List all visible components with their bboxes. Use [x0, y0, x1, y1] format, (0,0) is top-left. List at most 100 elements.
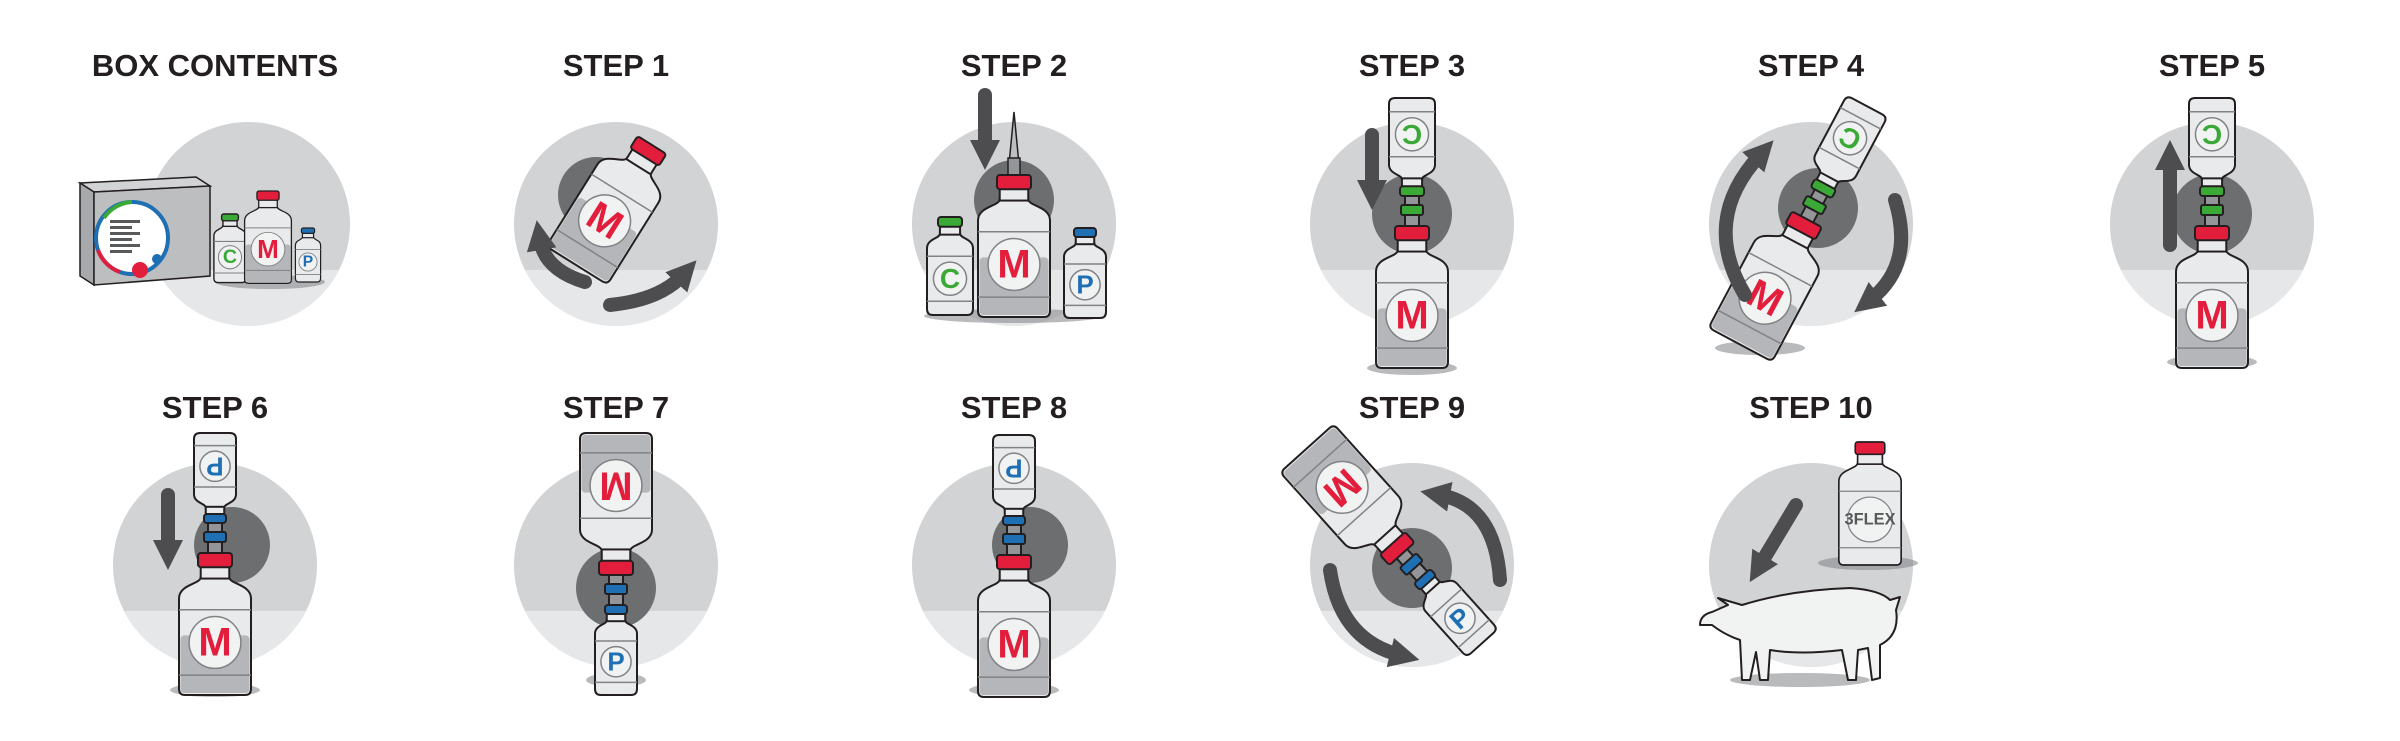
vial-M: M — [1375, 225, 1449, 369]
vial-label-C: C — [940, 263, 960, 294]
vial-cap — [1810, 178, 1837, 199]
label-circle — [998, 452, 1030, 485]
connector-ring — [1399, 553, 1424, 576]
vial-transfer-assembly: CM — [1375, 97, 1449, 369]
label-line — [1818, 146, 1861, 170]
vaccine-box — [77, 176, 213, 287]
label-line — [1292, 438, 1348, 488]
vial-P: P — [1063, 227, 1107, 319]
vial-P: P — [193, 432, 237, 524]
label-line — [1839, 106, 1882, 130]
connector-ring — [1400, 204, 1424, 216]
box-text-line — [110, 238, 132, 241]
vial-cap — [1002, 515, 1026, 526]
vial-cap — [220, 213, 240, 222]
connector-ring — [1002, 533, 1026, 545]
rotate-bottom-arrow-icon — [1323, 563, 1420, 668]
vial-P: P — [594, 604, 638, 696]
label-circle — [1846, 496, 1894, 543]
vial-cap — [1414, 569, 1436, 590]
label-circle — [188, 615, 242, 670]
vial-M: M — [579, 432, 653, 576]
vial-M: M — [2175, 225, 2249, 369]
vial-cap — [197, 552, 233, 569]
panel-title-step-3: STEP 3 — [1359, 48, 1465, 83]
vial-P: P — [294, 227, 322, 283]
box-dot-blue — [152, 254, 162, 264]
vial-label-M: M — [2195, 293, 2228, 337]
vial-M: M — [977, 174, 1051, 318]
panel-title-step-10: STEP 10 — [1749, 390, 1873, 425]
label-line — [1336, 486, 1392, 537]
connector-ring — [1802, 195, 1827, 215]
vial-cap — [1785, 211, 1822, 240]
vial-label-P: P — [206, 451, 223, 481]
vial-cap — [996, 554, 1032, 571]
panel-title-step-1: STEP 1 — [563, 48, 669, 83]
label-line — [590, 173, 653, 213]
vial-P: P — [992, 434, 1036, 526]
vial-cap — [996, 174, 1032, 191]
label-circle — [932, 261, 968, 297]
box-text-line — [110, 232, 140, 235]
label-line — [1430, 588, 1463, 618]
vial-cap — [937, 216, 963, 228]
label-circle — [199, 450, 231, 483]
label-line — [1748, 251, 1813, 287]
label-circle — [1069, 268, 1101, 301]
panel-title-box-contents: BOX CONTENTS — [92, 48, 338, 83]
panel-title-step-2: STEP 2 — [961, 48, 1067, 83]
rotate-top-arrow-icon — [1420, 482, 1507, 587]
vial-M: M — [243, 190, 293, 284]
box-text-line — [110, 226, 132, 229]
vial-label-C: C — [223, 246, 237, 268]
vial-cap — [1394, 225, 1430, 242]
box-text-line — [110, 250, 132, 253]
box-text-line — [110, 220, 140, 223]
panel-title-step-5: STEP 5 — [2159, 48, 2265, 83]
panel-title-step-9: STEP 9 — [1359, 390, 1465, 425]
vial-P: P — [1414, 569, 1497, 656]
vial-label-P: P — [1005, 453, 1022, 483]
panel-title-step-7: STEP 7 — [563, 390, 669, 425]
vial-cap — [1073, 227, 1097, 238]
vial-C: C — [926, 216, 974, 316]
vial-cap — [1399, 185, 1425, 197]
connector-ring — [203, 531, 227, 543]
box-side — [79, 181, 95, 287]
vial-label-C: C — [1402, 119, 1422, 150]
vial-M: M — [977, 554, 1051, 698]
vial-F: 3FLEX — [1838, 441, 1902, 566]
vial-cap — [1854, 441, 1886, 456]
label-circle — [577, 194, 632, 248]
floor-shade — [514, 269, 718, 326]
panel-title-step-4: STEP 4 — [1758, 48, 1865, 83]
vial-cap — [604, 604, 628, 615]
label-circle — [1315, 460, 1369, 515]
vial-transfer-assembly: CM — [1709, 96, 1887, 361]
label-circle — [987, 617, 1041, 672]
vial-label-M: M — [257, 234, 279, 264]
label-circle — [1832, 120, 1868, 156]
vial-cap — [598, 559, 634, 576]
pig-illustration — [1699, 587, 1901, 681]
vial-label-P: P — [607, 647, 624, 677]
label-circle — [1394, 116, 1430, 152]
vial-transfer-assembly: PM — [977, 434, 1051, 698]
rotate-left-arrow-icon — [1718, 140, 1774, 302]
vial-label-P: P — [1076, 270, 1093, 300]
rotate-right-arrow-icon — [603, 260, 697, 312]
label-circle — [217, 245, 243, 270]
vial-label-M: M — [1395, 293, 1428, 337]
vial-transfer-assembly: PM — [178, 432, 252, 696]
vial-M: M — [547, 136, 667, 284]
vial-transfer-assembly: MP — [579, 432, 653, 696]
vial-C: C — [213, 213, 247, 284]
vial-label-M: M — [198, 620, 231, 664]
vial-M: M — [178, 552, 252, 696]
panel-title-step-8: STEP 8 — [961, 390, 1067, 425]
needle-hub — [1007, 157, 1021, 177]
